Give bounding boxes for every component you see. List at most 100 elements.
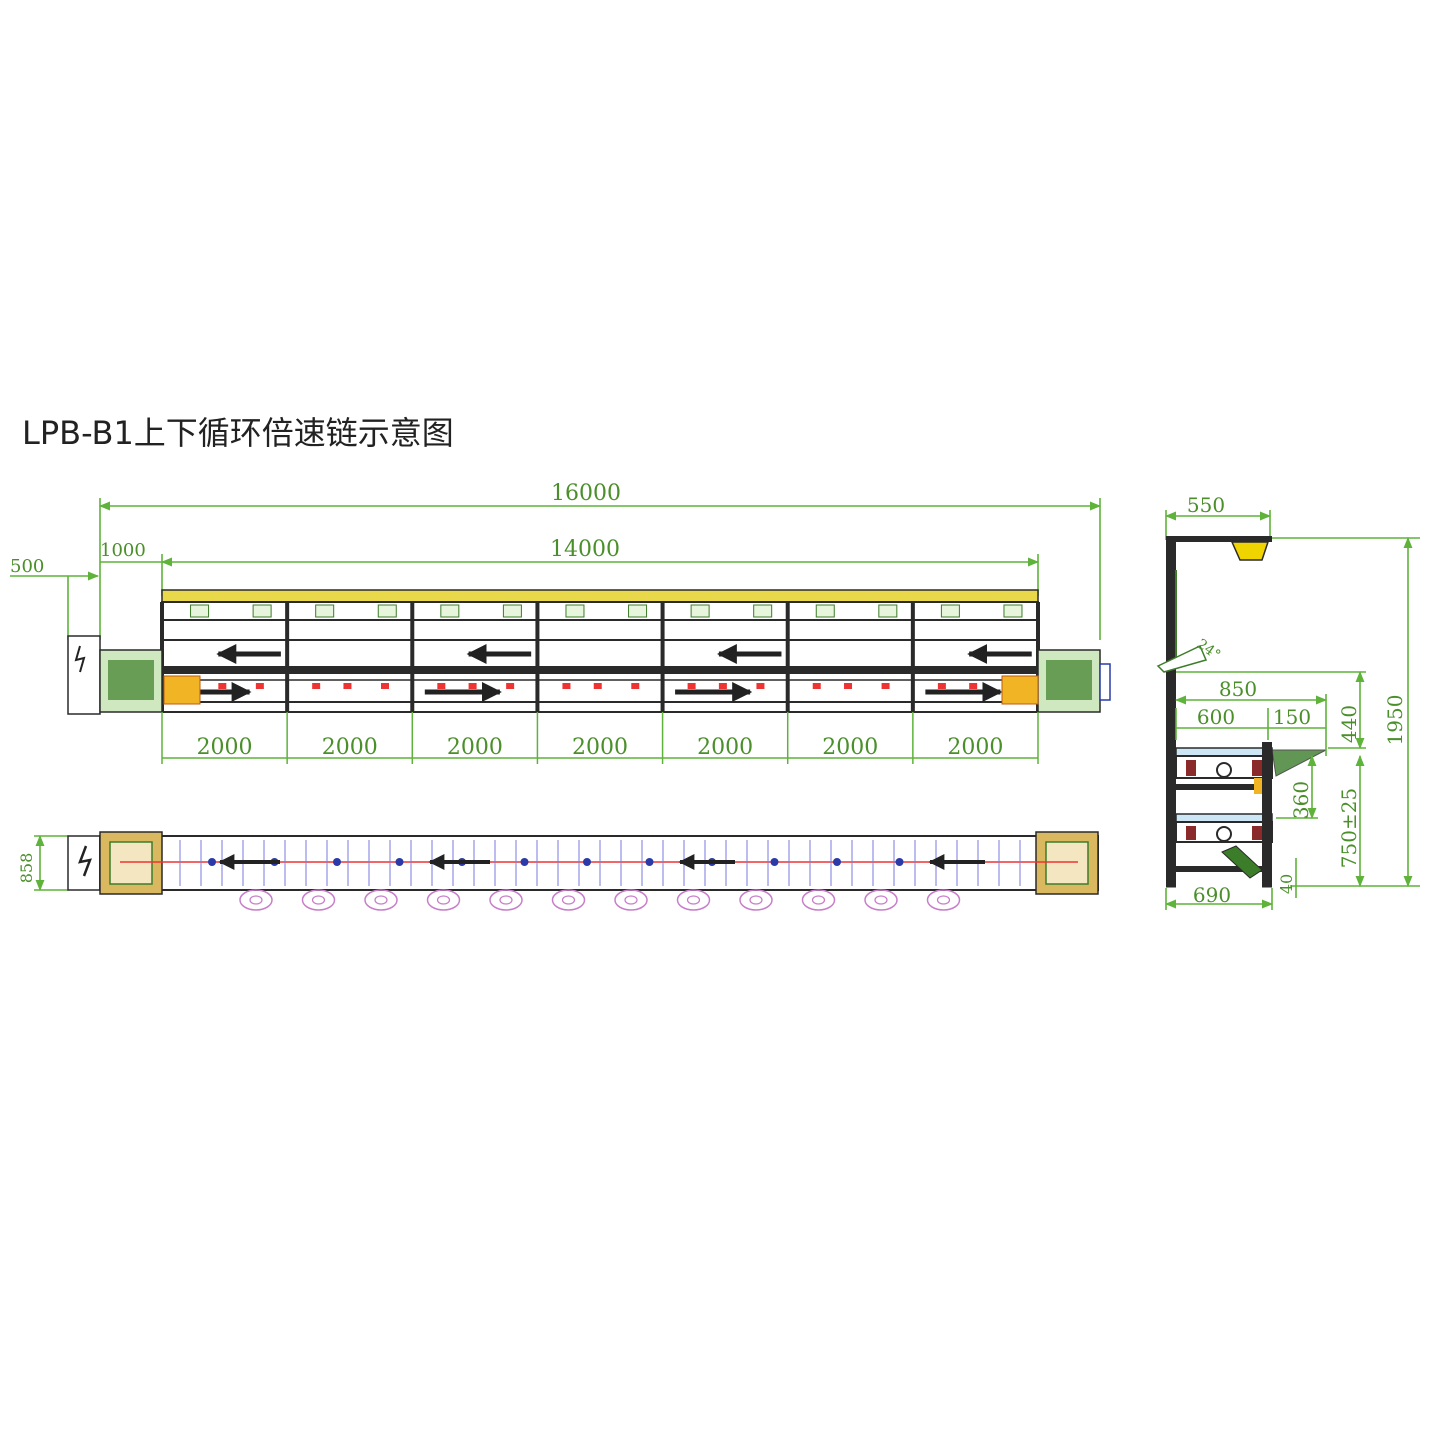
dim-right-part-label: 150 (1273, 705, 1311, 729)
caster-icon (239, 889, 273, 911)
dim-end-top-label: 550 (1187, 493, 1225, 517)
chain-mark (562, 683, 571, 689)
dim-end-base: 690 (1164, 883, 1274, 910)
chain-mark (756, 683, 765, 689)
side-green-labels (190, 604, 1023, 618)
segment-dim-label: 2000 (322, 735, 378, 760)
diagram-title: LPB-B1上下循环倍速链示意图 (22, 414, 454, 452)
station-label (815, 604, 835, 618)
side-frame (160, 589, 1040, 713)
caster-hub-icon (499, 895, 513, 905)
station-label (252, 604, 272, 618)
pallet-dot (520, 858, 529, 866)
dim-overall: 16000 (98, 481, 1102, 640)
dim-offset-label: 500 (10, 556, 44, 577)
caster-icon (676, 889, 711, 911)
station-label (377, 604, 397, 618)
caster-hub-icon (686, 895, 701, 905)
dim-end-workheight: 750±25 (1337, 754, 1365, 888)
caster-hub-icon (874, 895, 888, 905)
pallet-dot (833, 858, 841, 866)
segment-dim-label: 2000 (447, 735, 503, 760)
frame-post (660, 602, 665, 712)
caster-hub-icon (374, 895, 388, 905)
dim-end-parts: 600 150 (1175, 705, 1326, 740)
caster-icon (864, 889, 898, 911)
dim-workheight-label: 750±25 (1337, 788, 1361, 868)
dim-top-width-label: 858 (17, 853, 36, 884)
caster-hub-icon (311, 895, 326, 905)
station-label (190, 604, 210, 618)
chain-mark (437, 683, 446, 689)
end-view: 550 24° 1950 (1156, 493, 1420, 910)
dim-end-left-label: 1000 (100, 540, 146, 561)
segment-dim-label: 2000 (947, 735, 1003, 760)
pallet-dot (395, 858, 404, 866)
caster-icon (551, 889, 586, 911)
chain-mark (812, 683, 821, 689)
caster-hub-icon (811, 895, 826, 905)
caster-icon (489, 889, 523, 911)
chain-mark (506, 683, 515, 689)
frame-post (910, 602, 915, 712)
chain-mark (593, 683, 602, 689)
dim-offset: 500 (10, 556, 100, 640)
pallet-dot (895, 858, 904, 866)
station-label (878, 604, 898, 618)
side-posts (160, 602, 1040, 712)
frame-post (410, 602, 415, 712)
chain-mark (881, 683, 890, 689)
station-label (440, 604, 460, 618)
top-crossbars (179, 840, 1021, 886)
dim-bottom-label: 40 (1277, 874, 1296, 894)
dim-end-height-label: 1950 (1383, 695, 1407, 746)
station-label (502, 604, 522, 618)
chain-mark (718, 683, 727, 689)
caster-icon (614, 889, 648, 911)
caster-icon (426, 889, 461, 911)
pallet-dot (583, 858, 591, 866)
frame-post (535, 602, 540, 712)
station-label (940, 604, 960, 618)
station-label (315, 604, 335, 618)
chain-mark (312, 683, 321, 689)
dim-inner-label: 14000 (550, 537, 620, 562)
station-label (1003, 604, 1023, 618)
station-label (690, 604, 710, 618)
chain-mark (255, 683, 264, 689)
segment-dim-label: 2000 (197, 735, 253, 760)
chain-mark (218, 683, 227, 689)
station-label (753, 604, 773, 618)
chain-mark (844, 683, 853, 689)
dim-end-height: 1950 (1272, 536, 1420, 888)
caster-hub-icon (749, 895, 763, 905)
caster-icon (926, 889, 961, 911)
chain-mark (468, 683, 477, 689)
dim-left-part-label: 600 (1197, 705, 1235, 729)
side-flow-arrows (174, 644, 1032, 702)
pallet-dot (770, 858, 779, 866)
dim-upper-label: 440 (1337, 705, 1361, 743)
segment-dim-label: 2000 (822, 735, 878, 760)
chain-mark (343, 683, 352, 689)
dim-overall-label: 16000 (551, 481, 621, 506)
pallet-dot (333, 858, 341, 866)
caster-wheels (239, 889, 961, 911)
frame-post (285, 602, 290, 712)
dim-end-middle: 360 (1276, 754, 1318, 820)
side-chain-marks (187, 683, 1015, 689)
chain-mark (937, 683, 946, 689)
dim-top-width-end: 550 (1164, 493, 1272, 540)
caster-hub-icon (936, 895, 951, 905)
right-drive-unit (1001, 649, 1111, 713)
dim-base-label: 690 (1193, 883, 1231, 907)
caster-icon (739, 889, 773, 911)
dim-end-left: 1000 (100, 540, 162, 563)
lightning-icon (74, 645, 86, 673)
chain-mark (381, 683, 389, 689)
frame-post (785, 602, 790, 712)
caster-hub-icon (249, 895, 263, 905)
segment-dim-label: 2000 (697, 735, 753, 760)
caster-hub-icon (561, 895, 576, 905)
